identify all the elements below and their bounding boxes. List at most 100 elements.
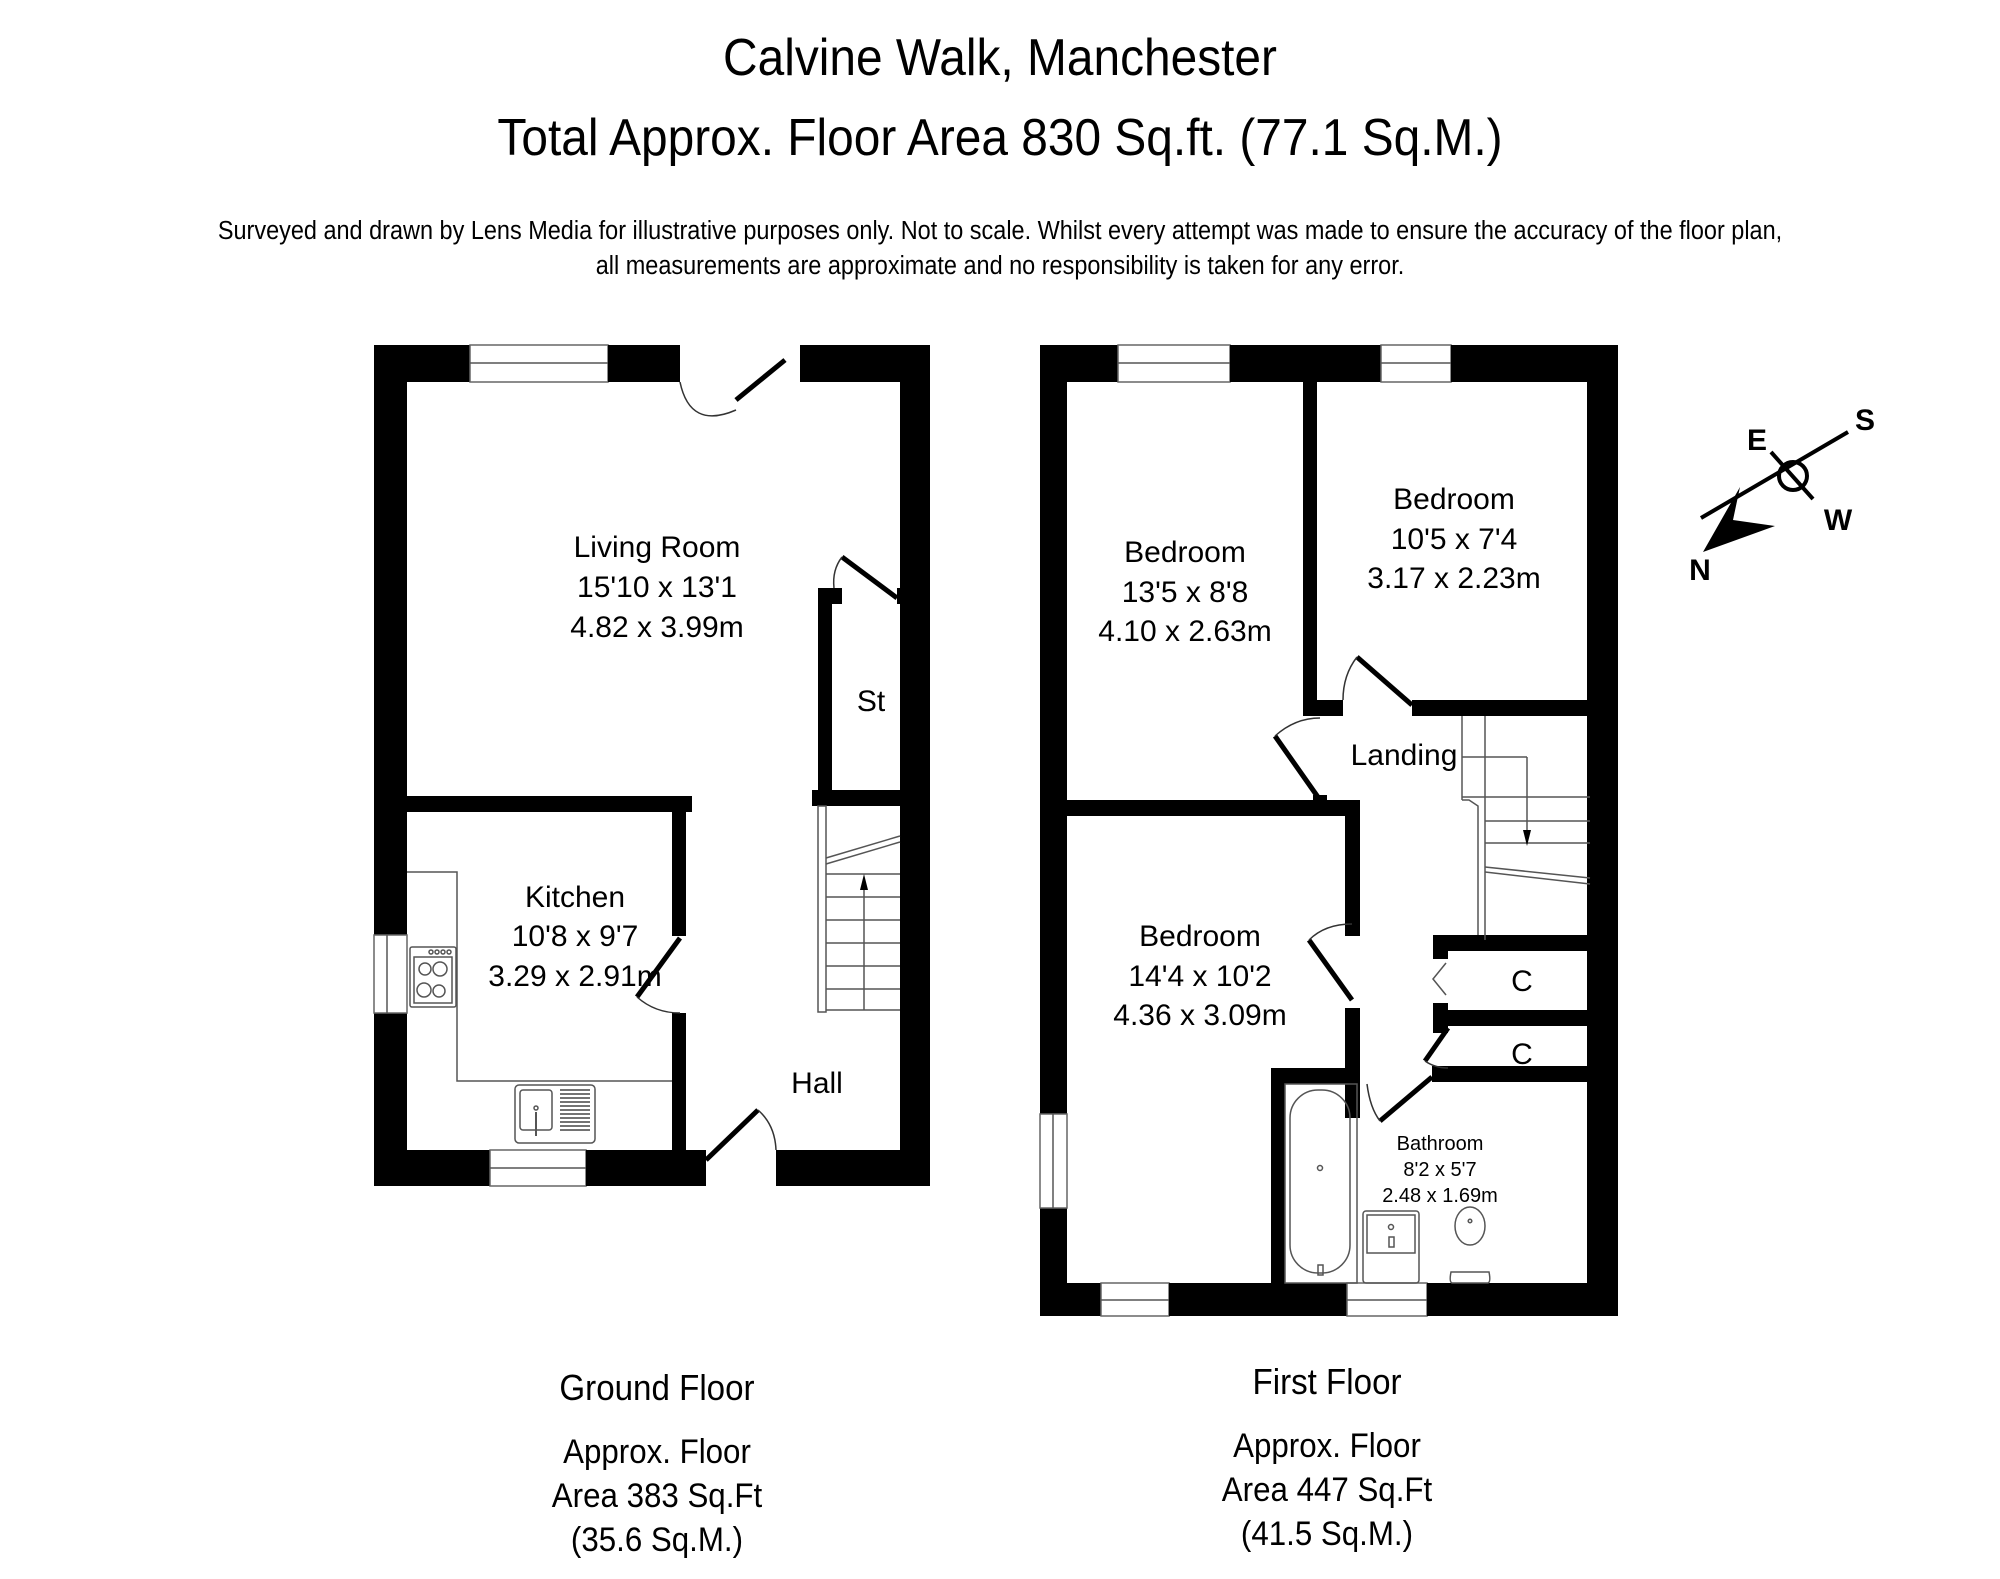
wall: [1271, 1068, 1285, 1286]
ground-floor-plan: Living Room 15'10 x 13'1 4.82 x 3.99m Ki…: [373, 344, 930, 1187]
worktop: [407, 871, 672, 1082]
door-swing: [1366, 1083, 1381, 1122]
door: [1355, 655, 1414, 707]
wall: [1433, 1010, 1590, 1026]
wall: [818, 588, 842, 604]
compass-north-label: N: [1689, 554, 1711, 587]
room-name-cupboard-2: C: [1511, 1038, 1533, 1071]
wall: [608, 345, 680, 382]
door-swing: [679, 381, 737, 417]
room-name-living-room: Living Room: [574, 531, 741, 564]
room-dim-imperial: 14'4 x 10'2: [1128, 960, 1271, 993]
door: [840, 554, 899, 601]
wall: [1303, 370, 1317, 707]
wall: [776, 1150, 930, 1186]
room-name-cupboard-1: C: [1511, 965, 1533, 998]
cupboard-door: [1432, 962, 1447, 996]
ground-floor-area-1: Approx. Floor: [563, 1433, 751, 1471]
room-name-kitchen: Kitchen: [525, 881, 625, 914]
door: [704, 1108, 760, 1162]
wall: [1587, 345, 1618, 1316]
wall: [812, 790, 912, 806]
room-dim-metric: 2.48 x 1.69m: [1382, 1185, 1498, 1207]
room-dim-metric: 3.17 x 2.23m: [1367, 562, 1540, 595]
door-swing: [1342, 656, 1358, 701]
door-swing: [757, 1109, 777, 1151]
door: [1272, 734, 1323, 802]
room-dim-metric: 4.10 x 2.63m: [1098, 615, 1271, 648]
wall: [1432, 1066, 1592, 1082]
wall: [1066, 800, 1360, 816]
wall: [900, 345, 930, 1186]
stair-banister: [817, 805, 827, 1013]
wall: [1433, 935, 1448, 959]
window: [373, 934, 408, 1014]
stair-arrow-icon: [860, 874, 868, 890]
door-swing: [1424, 1060, 1449, 1069]
room-name-bedroom-3: Bedroom: [1139, 920, 1261, 953]
toilet-icon: [1449, 1206, 1491, 1284]
first-floor-area-2: Area 447 Sq.Ft: [1221, 1471, 1433, 1509]
room-name-bedroom-1: Bedroom: [1124, 536, 1246, 569]
compass-south-label: S: [1855, 404, 1875, 437]
wall: [586, 1150, 706, 1186]
wall: [672, 1013, 686, 1153]
first-floor-name: First Floor: [1252, 1361, 1402, 1402]
hob-icon: [409, 946, 457, 1008]
wall: [400, 796, 692, 812]
wall: [1040, 1283, 1101, 1316]
door: [634, 936, 683, 999]
wall: [1433, 935, 1590, 951]
disclaimer-line-1: Surveyed and drawn by Lens Media for ill…: [217, 217, 1783, 245]
plan-title: Calvine Walk, Manchester: [723, 29, 1277, 87]
total-floor-area: Total Approx. Floor Area 830 Sq.ft. (77.…: [497, 109, 1503, 167]
staircase: [1461, 716, 1591, 940]
wall: [818, 592, 832, 802]
wall: [1427, 1283, 1618, 1316]
wall: [1169, 1283, 1347, 1316]
compass-center-icon: [1777, 460, 1809, 492]
room-name-hall: Hall: [791, 1067, 843, 1100]
wall: [1271, 1068, 1357, 1084]
compass-rose: N S E W: [1689, 404, 1875, 587]
room-name-landing: Landing: [1351, 739, 1458, 772]
room-dim-imperial: 8'2 x 5'7: [1403, 1159, 1476, 1181]
compass-west-label: W: [1824, 504, 1853, 537]
room-dim-imperial: 10'8 x 9'7: [512, 920, 639, 953]
bath-icon: [1284, 1083, 1358, 1284]
ground-floor-area-3: (35.6 Sq.M.): [570, 1521, 744, 1559]
wall: [1303, 700, 1343, 716]
door-swing: [1274, 717, 1321, 737]
room-name-store: St: [857, 685, 886, 718]
room-dim-imperial: 10'5 x 7'4: [1391, 523, 1518, 556]
wall: [1433, 1070, 1448, 1082]
wall: [1412, 700, 1592, 716]
staircase: [825, 835, 901, 1011]
door: [1422, 1026, 1451, 1063]
first-floor-caption: First Floor Approx. Floor Area 447 Sq.Ft…: [1147, 1360, 1507, 1556]
first-floor-plan: Bedroom 13'5 x 8'8 4.10 x 2.63m Bedroom …: [1039, 344, 1618, 1317]
wall: [1345, 800, 1360, 936]
door: [1378, 1075, 1434, 1123]
wall: [374, 1150, 490, 1186]
room-dim-metric: 3.29 x 2.91m: [488, 960, 661, 993]
room-name-bathroom: Bathroom: [1397, 1133, 1484, 1155]
door: [1306, 938, 1355, 1002]
room-dim-imperial: 15'10 x 13'1: [577, 571, 737, 604]
north-arrow-icon: [1703, 487, 1775, 552]
sink-icon: [514, 1084, 596, 1144]
compass-east-label: E: [1747, 424, 1767, 457]
first-floor-area-1: Approx. Floor: [1233, 1427, 1421, 1465]
room-dim-imperial: 13'5 x 8'8: [1122, 576, 1249, 609]
ground-floor-caption: Ground Floor Approx. Floor Area 383 Sq.F…: [477, 1366, 837, 1562]
door-swing: [832, 556, 843, 589]
room-name-bedroom-2: Bedroom: [1393, 483, 1515, 516]
door: [734, 358, 787, 402]
ground-floor-name: Ground Floor: [559, 1367, 755, 1408]
room-dim-metric: 4.36 x 3.09m: [1113, 999, 1286, 1032]
wall: [897, 588, 907, 604]
ground-floor-area-2: Area 383 Sq.Ft: [551, 1477, 763, 1515]
wall: [374, 345, 407, 1186]
basin-icon: [1362, 1210, 1420, 1284]
